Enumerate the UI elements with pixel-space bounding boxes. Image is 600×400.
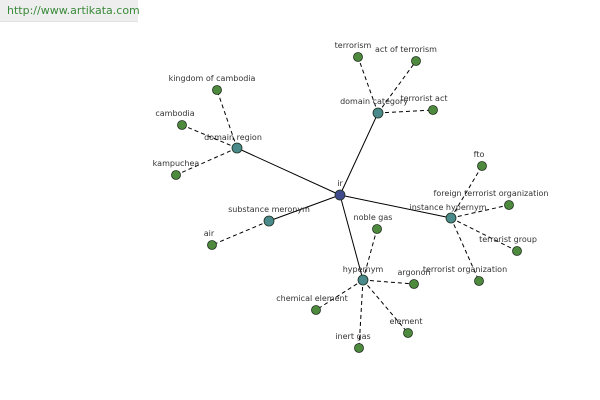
node-label-argonon: argonon <box>397 268 430 277</box>
node-label-terrorism: terrorism <box>335 41 372 50</box>
node-ir[interactable] <box>334 189 346 201</box>
node-label-cambodia: cambodia <box>155 109 194 118</box>
edge-domain-category-terrorism <box>357 56 379 114</box>
node-element[interactable] <box>403 328 413 338</box>
node-noble-gas[interactable] <box>372 224 382 234</box>
node-instance-hypernym[interactable] <box>445 212 457 224</box>
node-label-fto: fto <box>474 150 485 159</box>
node-label-hypernym: hypernym <box>343 265 384 274</box>
node-fto[interactable] <box>477 161 487 171</box>
edge-instance-hypernym-terrorist-organization <box>450 217 480 282</box>
node-domain-category[interactable] <box>372 107 384 119</box>
node-label-air: air <box>204 229 215 238</box>
node-label-terrorist-group: terrorist group <box>479 235 537 244</box>
edge-substance-meronym-air <box>211 220 270 246</box>
graph-nodes <box>171 52 522 353</box>
node-label-domain-category: domain category <box>340 97 408 106</box>
node-label-chemical-element: chemical element <box>276 294 347 303</box>
node-chemical-element[interactable] <box>311 305 321 315</box>
node-label-terrorist-act: terrorist act <box>400 94 447 103</box>
node-label-domain-region: domain region <box>204 133 262 142</box>
site-url-link[interactable]: http://www.artikata.com <box>7 4 140 17</box>
node-hypernym[interactable] <box>357 274 369 286</box>
node-label-act-of-terrorism: act of terrorism <box>375 45 437 54</box>
node-label-ir: ir <box>337 179 343 188</box>
node-terrorist-organization[interactable] <box>474 276 484 286</box>
node-domain-region[interactable] <box>231 142 243 154</box>
edge-hypernym-noble-gas <box>362 228 378 281</box>
node-kingdom-of-cambodia[interactable] <box>212 85 222 95</box>
node-substance-meronym[interactable] <box>263 215 275 227</box>
node-air[interactable] <box>207 240 217 250</box>
node-inert-gas[interactable] <box>354 343 364 353</box>
edge-domain-region-cambodia <box>181 124 238 149</box>
edge-ir-substance-meronym <box>268 194 341 222</box>
edge-hypernym-chemical-element <box>315 279 364 311</box>
node-act-of-terrorism[interactable] <box>411 56 421 66</box>
node-argonon[interactable] <box>409 279 419 289</box>
edge-instance-hypernym-fto <box>450 165 483 219</box>
url-banner: http://www.artikata.com <box>0 0 140 22</box>
node-terrorist-group[interactable] <box>512 246 522 256</box>
edge-domain-category-act-of-terrorism <box>377 60 417 114</box>
node-label-foreign-terrorist-organization: foreign terrorist organization <box>434 189 549 198</box>
node-label-inert-gas: inert gas <box>335 332 370 341</box>
edge-ir-instance-hypernym <box>339 194 452 219</box>
edge-hypernym-argonon <box>362 279 415 285</box>
edge-ir-domain-category <box>339 112 379 196</box>
node-label-substance-meronym: substance meronym <box>228 205 310 214</box>
node-terrorist-act[interactable] <box>428 105 438 115</box>
node-terrorism[interactable] <box>353 52 363 62</box>
node-foreign-terrorist-organization[interactable] <box>504 200 514 210</box>
edge-instance-hypernym-terrorist-group <box>450 217 518 252</box>
edge-hypernym-element <box>362 279 409 334</box>
edge-instance-hypernym-foreign-terrorist-organization <box>450 204 510 219</box>
edge-ir-domain-region <box>236 147 341 196</box>
node-label-kampuchea: kampuchea <box>153 159 200 168</box>
node-label-kingdom-of-cambodia: kingdom of cambodia <box>169 74 256 83</box>
edge-domain-category-terrorist-act <box>377 109 434 114</box>
node-label-instance-hypernym: instance hypernym <box>410 203 487 212</box>
node-kampuchea[interactable] <box>171 170 181 180</box>
node-label-element: element <box>390 317 423 326</box>
edge-domain-region-kingdom-of-cambodia <box>216 89 238 149</box>
node-label-terrorist-organization: terrorist organization <box>423 265 507 274</box>
node-label-noble-gas: noble gas <box>354 213 393 222</box>
edge-ir-hypernym <box>339 194 364 281</box>
node-cambodia[interactable] <box>177 120 187 130</box>
graph-edges <box>175 56 518 349</box>
edge-hypernym-inert-gas <box>358 279 364 349</box>
